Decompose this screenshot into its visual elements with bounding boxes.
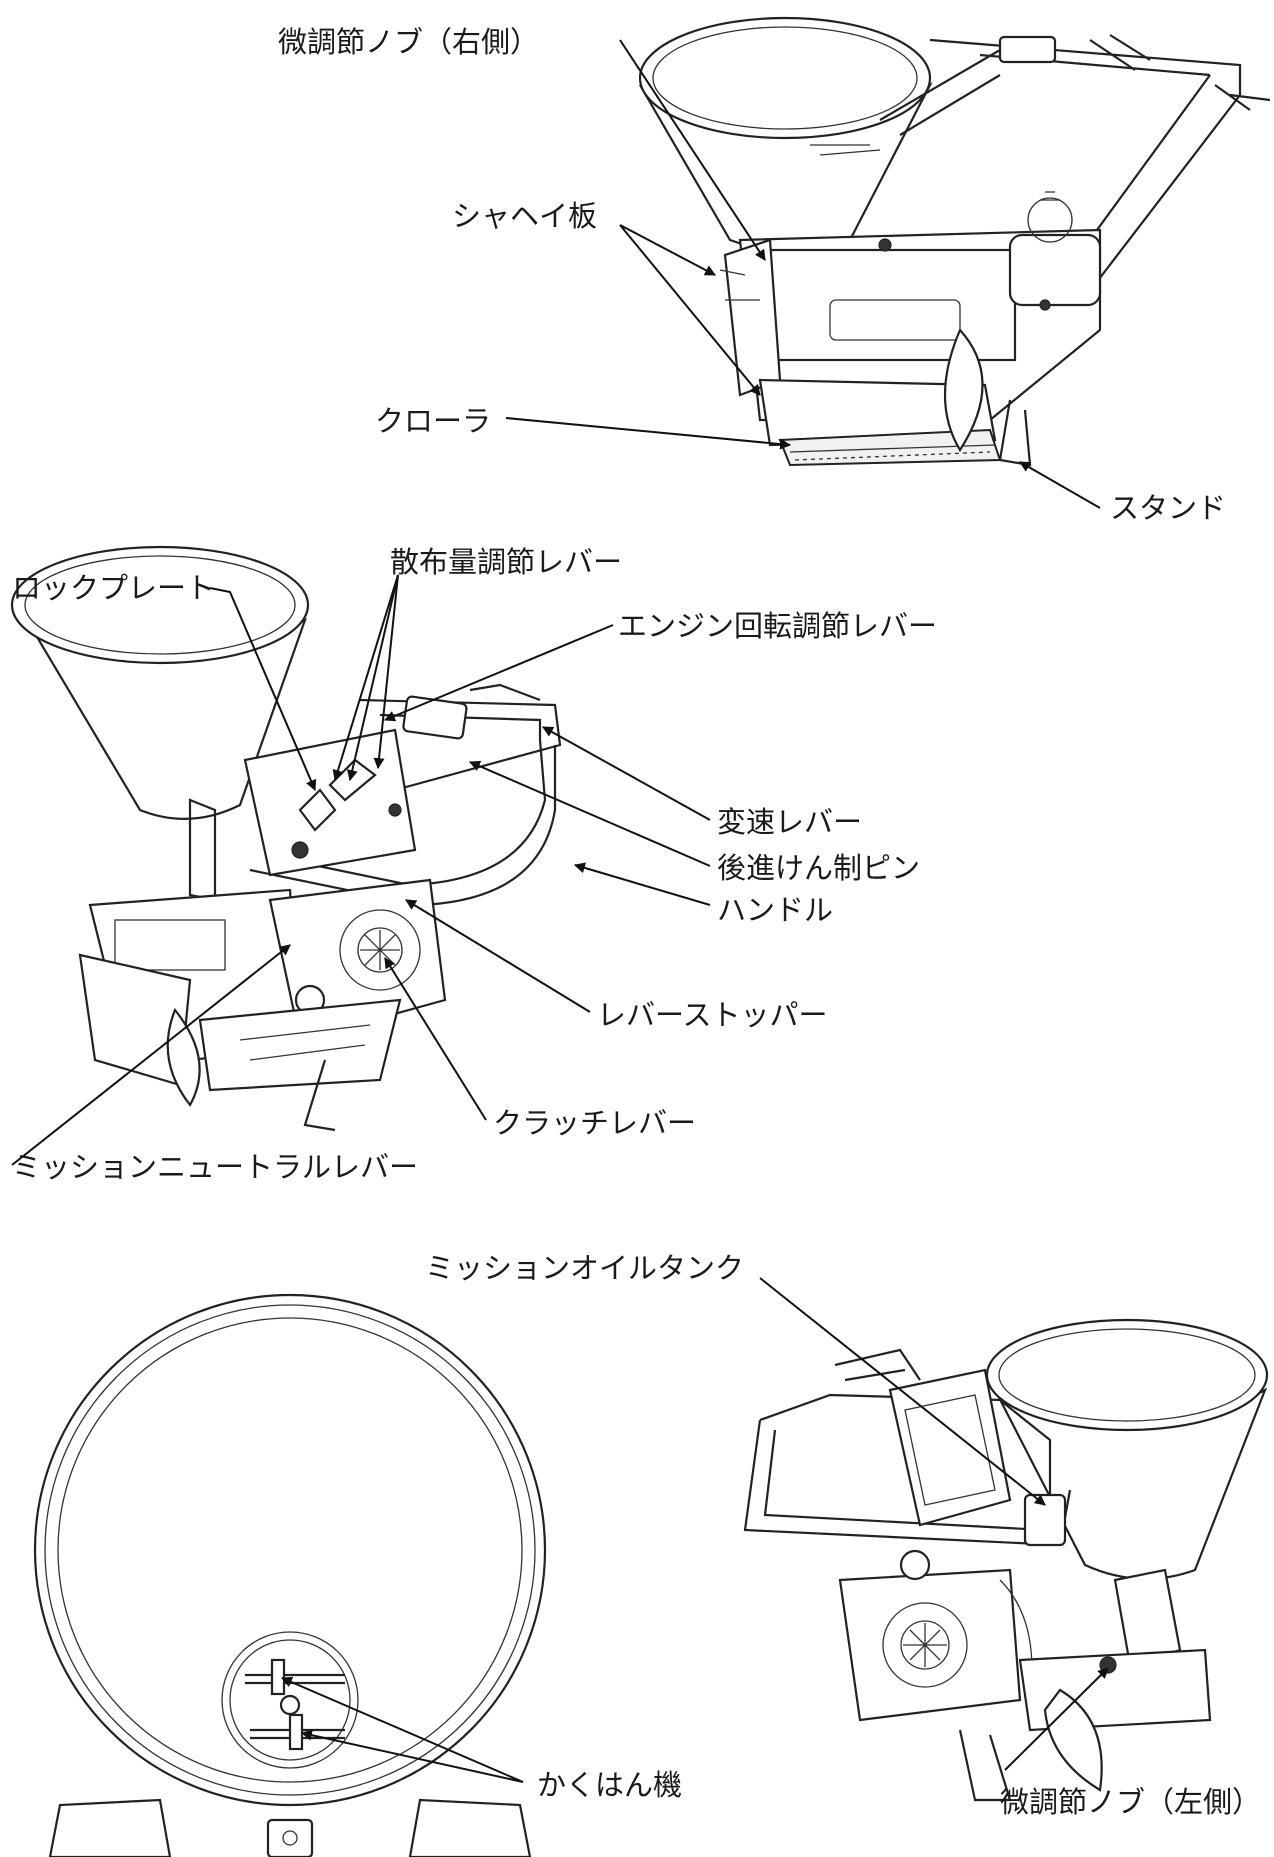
label-mission-oil-tank: ミッションオイルタンク	[425, 1251, 744, 1285]
label-spread-amount-lever: 散布量調節レバー	[390, 545, 622, 579]
label-crawler: クローラ	[375, 404, 491, 438]
machine-view-middle	[10, 545, 562, 1132]
label-shift-lever: 変速レバー	[717, 805, 862, 839]
label-clutch-lever: クラッチレバー	[493, 1106, 696, 1140]
machine-view-right	[743, 1318, 1269, 1802]
label-stand: スタンド	[1110, 491, 1226, 525]
label-shield-plate: シャヘイ板	[452, 199, 597, 233]
leader-lines	[11, 39, 1109, 1783]
label-handle: ハンドル	[717, 893, 833, 927]
hopper-top-view	[33, 1293, 547, 1857]
part-labels: 微調節ノブ（右側） シャヘイ板 クローラ スタンド ロックプレート 散布量調節レ…	[12, 25, 1261, 1819]
label-mission-neutral-lever: ミッションニュートラルレバー	[12, 1150, 418, 1184]
label-engine-speed-lever: エンジン回転調節レバー	[618, 609, 937, 643]
label-lever-stopper: レバーストッパー	[597, 998, 828, 1032]
label-lock-plate: ロックプレート	[12, 571, 215, 605]
label-reverse-pin: 後進けん制ピン	[717, 851, 920, 885]
label-fine-knob-right: 微調節ノブ（右側）	[278, 25, 539, 59]
machine-view-top	[638, 16, 1271, 467]
label-fine-knob-left: 微調節ノブ（左側）	[1000, 1785, 1261, 1819]
label-agitator: かくはん機	[537, 1768, 682, 1802]
